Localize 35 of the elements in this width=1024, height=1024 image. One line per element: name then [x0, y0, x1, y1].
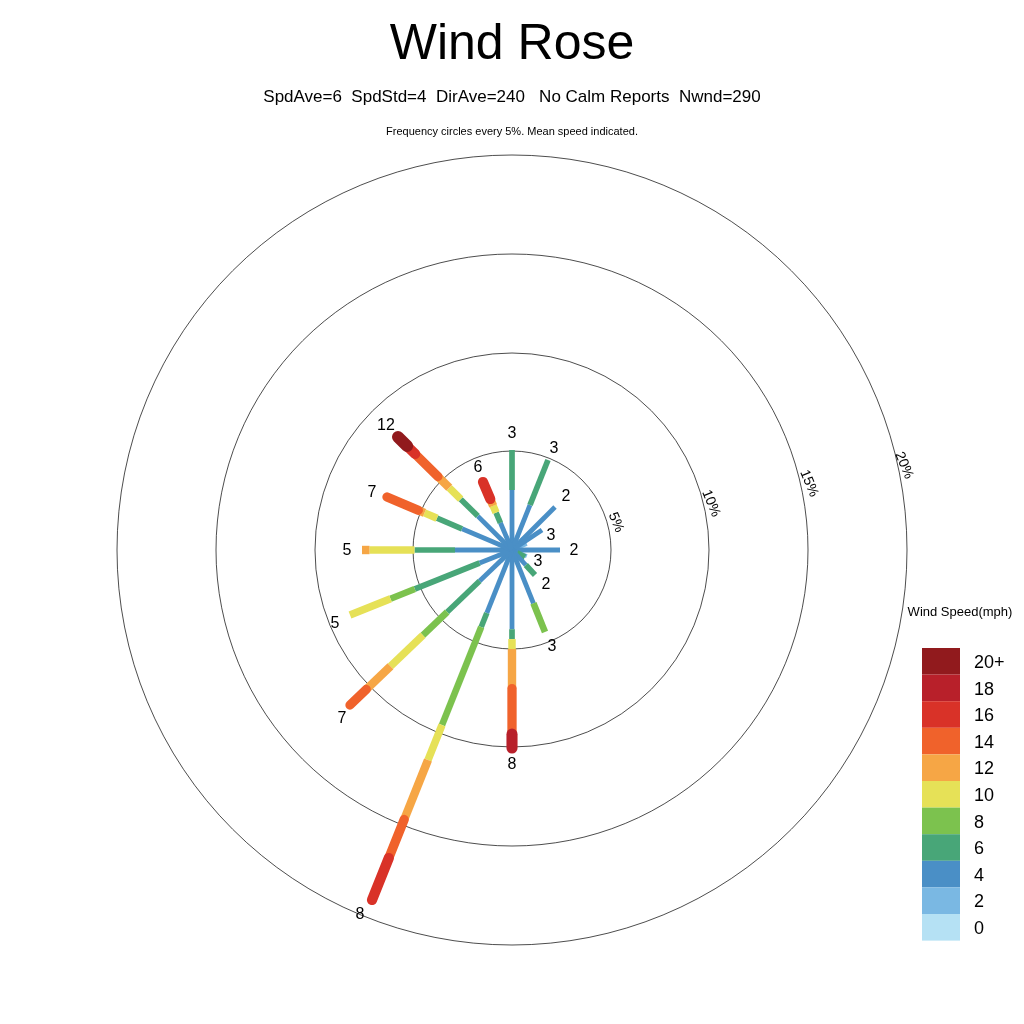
- chart-title: Wind Rose: [389, 17, 635, 67]
- legend-label: 20+: [974, 653, 1005, 671]
- legend-label: 12: [974, 759, 995, 778]
- mean-speed-label: 2: [541, 576, 551, 592]
- mean-speed-label: 3: [507, 425, 517, 441]
- mean-speed-label: 3: [549, 440, 559, 456]
- legend-label: 2: [974, 892, 984, 911]
- legend-label: 18: [974, 679, 995, 698]
- legend-label: 16: [974, 706, 995, 725]
- mean-speed-label: 3: [533, 553, 543, 569]
- mean-speed-label: 7: [367, 484, 377, 500]
- mean-speed-label: 8: [507, 756, 517, 772]
- mean-speed-label: 5: [342, 542, 352, 558]
- mean-speed-label: 3: [547, 638, 557, 654]
- mean-speed-label: 2: [569, 542, 579, 558]
- legend-label: 4: [974, 865, 984, 884]
- legend-label: 10: [974, 786, 995, 804]
- mean-speed-label: 3: [546, 527, 556, 543]
- chart-subtitle: SpdAve=6 SpdStd=4 DirAve=240 No Calm Reports Nwnd=290: [263, 87, 761, 105]
- legend-label: 14: [974, 732, 995, 751]
- legend-label: 6: [974, 839, 984, 858]
- legend-label: 0: [974, 919, 984, 937]
- mean-speed-label: 5: [330, 615, 340, 631]
- mean-speed-label: 8: [355, 906, 365, 922]
- legend-title: Wind Speed(mph): [907, 604, 1013, 618]
- mean-speed-label: 7: [337, 710, 347, 726]
- legend-label: 8: [974, 812, 984, 831]
- mean-speed-label: 2: [561, 488, 571, 504]
- ring-label: 20%: [893, 449, 917, 481]
- ring-label: 15%: [798, 467, 822, 499]
- mean-speed-label: 12: [377, 417, 395, 433]
- chart-note: Frequency circles every 5%. Mean speed indicated.: [386, 125, 638, 137]
- mean-speed-label: 6: [473, 459, 483, 475]
- ring-label: 5%: [606, 510, 628, 534]
- ring-label: 10%: [700, 487, 724, 519]
